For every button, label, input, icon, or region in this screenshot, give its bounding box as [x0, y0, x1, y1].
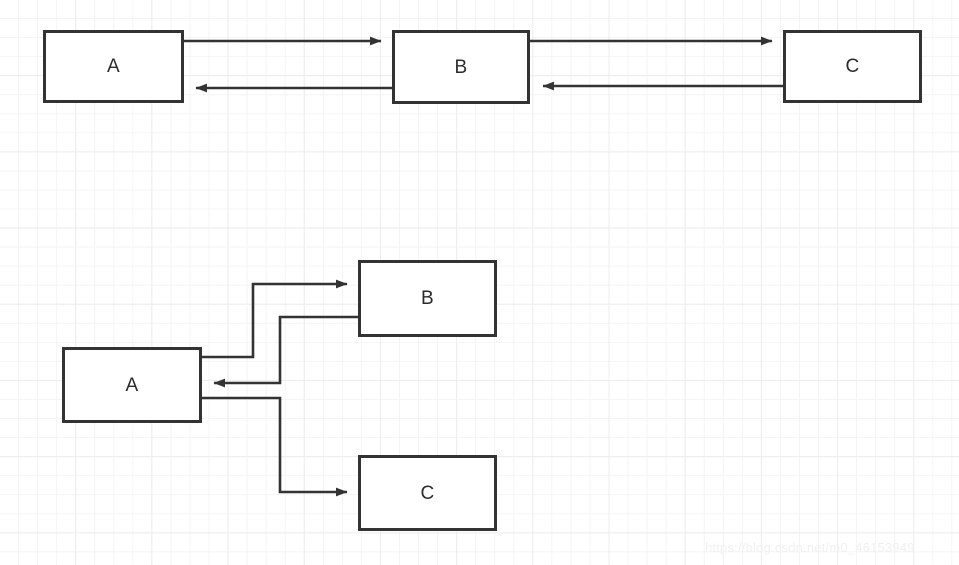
node-top-a[interactable]: A: [43, 30, 184, 103]
edge-bot-a-to-b: [202, 279, 348, 359]
edge-bot-b-to-a: [213, 315, 358, 388]
watermark-text: https://blog.csdn.net/m0_46153949: [705, 540, 915, 555]
node-label: A: [125, 374, 139, 396]
node-bot-c[interactable]: C: [358, 455, 497, 531]
node-label: B: [454, 56, 468, 78]
node-top-b[interactable]: B: [392, 30, 530, 104]
node-bot-b[interactable]: B: [358, 260, 497, 337]
node-label: C: [845, 56, 860, 77]
node-label: B: [421, 288, 434, 309]
node-label: C: [420, 482, 435, 504]
node-label: A: [107, 56, 120, 77]
edge-bot-a-to-c: [202, 396, 348, 497]
node-bot-a[interactable]: A: [62, 347, 202, 423]
node-top-c[interactable]: C: [783, 30, 922, 103]
